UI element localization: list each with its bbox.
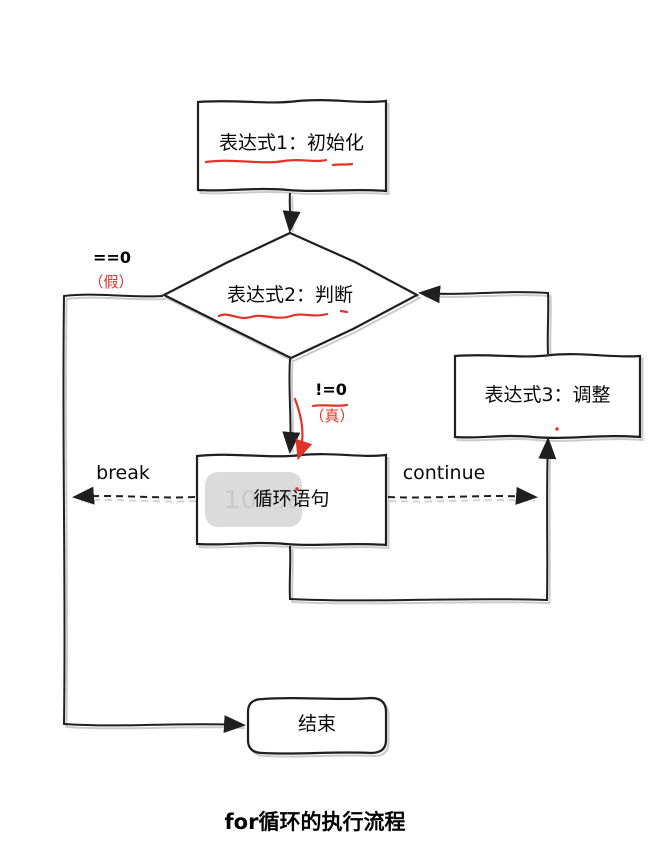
node-layer bbox=[161, 99, 642, 755]
edge-loop-body-to-expr3 bbox=[288, 437, 557, 602]
node-expr3-label: 表达式3：调整 bbox=[484, 384, 611, 406]
true-condition-note: （真） bbox=[309, 407, 355, 425]
true-condition-label: !=0 bbox=[315, 380, 347, 399]
false-condition-label: ==0 bbox=[93, 248, 131, 267]
edge-expr1-to-expr2 bbox=[282, 192, 301, 233]
false-condition-note: （假） bbox=[88, 273, 134, 291]
node-end-box bbox=[246, 696, 388, 755]
continue-label: continue bbox=[402, 462, 486, 484]
dashed-shadow-layer bbox=[76, 499, 536, 503]
zoom-level-text: 100% bbox=[224, 485, 300, 514]
edge-expr3-to-expr2 bbox=[418, 285, 550, 355]
node-expr1-label: 表达式1：初始化 bbox=[218, 132, 365, 154]
edge-break bbox=[72, 486, 196, 505]
edge-continue bbox=[387, 486, 538, 505]
edge-expr2-false-to-end bbox=[62, 293, 246, 734]
node-expr1-box bbox=[196, 99, 388, 193]
node-end-label: 结束 bbox=[297, 713, 336, 735]
node-loop-body-label: 循环语句 bbox=[253, 488, 330, 510]
node-expr2-diamond bbox=[161, 231, 420, 360]
edge-expr2-to-loop-body bbox=[282, 358, 301, 454]
node-expr3-box bbox=[453, 353, 642, 439]
node-expr2-label: 表达式2：判断 bbox=[226, 284, 354, 306]
zoom-indicator-overlay: 100% bbox=[205, 472, 302, 527]
diagram-caption: for循环的执行流程 bbox=[224, 810, 406, 834]
connector-layer bbox=[62, 192, 557, 734]
break-label: break bbox=[96, 462, 150, 484]
